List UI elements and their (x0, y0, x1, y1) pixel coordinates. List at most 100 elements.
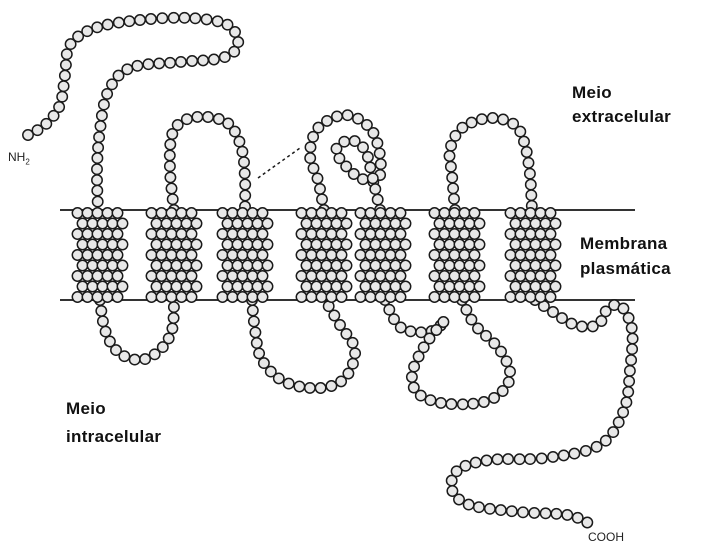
helix-residue-bead (331, 239, 341, 249)
residue-bead (447, 475, 457, 485)
residue-bead (627, 323, 637, 333)
residue-bead (94, 132, 104, 142)
helix-residue-bead (321, 260, 331, 270)
helix-residue-bead (429, 208, 439, 218)
helix-residue-bead (92, 208, 102, 218)
helix-residue-bead (535, 271, 545, 281)
residue-bead (239, 157, 249, 167)
helix-residue-bead (156, 271, 166, 281)
residue-bead (425, 395, 435, 405)
helix-residue-bead (306, 271, 316, 281)
helix-residue-bead (515, 208, 525, 218)
residue-bead (479, 397, 489, 407)
helix-residue-bead (360, 260, 370, 270)
residue-bead (614, 417, 624, 427)
helix-residue-bead (355, 229, 365, 239)
helix-residue-bead (444, 218, 454, 228)
helix-residue-bead (257, 208, 267, 218)
helix-residue-bead (336, 208, 346, 218)
helix-residue-bead (107, 281, 117, 291)
helix-residue-bead (257, 292, 267, 302)
helix-residue-bead (217, 229, 227, 239)
helix-residue-bead (242, 218, 252, 228)
helix-residue-bead (454, 281, 464, 291)
helix-residue-bead (77, 281, 87, 291)
residue-bead (485, 504, 495, 514)
transmembrane-helix-1 (72, 208, 127, 302)
helix-residue-bead (77, 260, 87, 270)
helix-residue-bead (395, 292, 405, 302)
helix-residue-bead (112, 271, 122, 281)
residue-bead (623, 387, 633, 397)
helix-residue-bead (400, 218, 410, 228)
helix-residue-bead (151, 260, 161, 270)
helix-residue-bead (449, 271, 459, 281)
residue-bead (305, 142, 315, 152)
residue-bead (305, 153, 315, 163)
residue-bead (93, 196, 103, 206)
helix-residue-bead (321, 281, 331, 291)
helix-residue-bead (454, 218, 464, 228)
residue-bead (501, 356, 511, 366)
helix-residue-bead (469, 292, 479, 302)
helix-residue-bead (439, 250, 449, 260)
residue-bead (577, 321, 587, 331)
helix-residue-bead (217, 208, 227, 218)
residue-bead (176, 57, 186, 67)
residue-bead (240, 168, 250, 178)
residue-bead (100, 326, 110, 336)
n-terminus-text: NH (8, 150, 25, 164)
helix-residue-bead (530, 218, 540, 228)
helix-residue-bead (222, 260, 232, 270)
helix-residue-bead (161, 218, 171, 228)
residue-bead (82, 26, 92, 36)
helix-residue-bead (82, 271, 92, 281)
residue-bead (416, 390, 426, 400)
helix-residue-bead (370, 281, 380, 291)
helix-residue-bead (186, 292, 196, 302)
helix-residue-bead (321, 239, 331, 249)
helix-residue-bead (252, 281, 262, 291)
helix-residue-bead (87, 239, 97, 249)
residue-bead (212, 16, 222, 26)
helix-residue-bead (77, 218, 87, 228)
helix-residue-bead (360, 239, 370, 249)
residue-bead (326, 381, 336, 391)
residue-bead (234, 136, 244, 146)
residue-bead (209, 54, 219, 64)
helix-residue-bead (247, 250, 257, 260)
helix-residue-bead (439, 292, 449, 302)
extracellular-loop-2 (305, 110, 386, 215)
residue-bead (62, 49, 72, 59)
helix-residue-bead (301, 239, 311, 249)
helix-residue-bead (151, 281, 161, 291)
residue-bead (557, 313, 567, 323)
helix-residue-bead (72, 229, 82, 239)
helix-residue-bead (525, 208, 535, 218)
helix-residue-bead (296, 271, 306, 281)
residue-bead (240, 179, 250, 189)
helix-residue-bead (301, 281, 311, 291)
helix-residue-bead (262, 218, 272, 228)
helix-residue-bead (459, 271, 469, 281)
residue-bead (249, 316, 259, 326)
helix-residue-bead (112, 292, 122, 302)
helix-residue-bead (459, 250, 469, 260)
helix-residue-bead (166, 292, 176, 302)
helix-residue-bead (232, 218, 242, 228)
extracellular-loop-1 (165, 112, 251, 215)
residue-bead (505, 366, 515, 376)
helix-residue-bead (469, 208, 479, 218)
helix-residue-bead (112, 229, 122, 239)
intracellular-loop-2 (247, 295, 360, 393)
residue-bead (461, 305, 471, 315)
helix-residue-bead (161, 239, 171, 249)
helix-residue-bead (505, 208, 515, 218)
helix-residue-bead (296, 250, 306, 260)
helix-residue-bead (107, 218, 117, 228)
helix-residue-bead (102, 208, 112, 218)
helix-residue-bead (316, 229, 326, 239)
helix-residue-bead (92, 271, 102, 281)
helix-residue-bead (434, 239, 444, 249)
helix-residue-bead (326, 250, 336, 260)
